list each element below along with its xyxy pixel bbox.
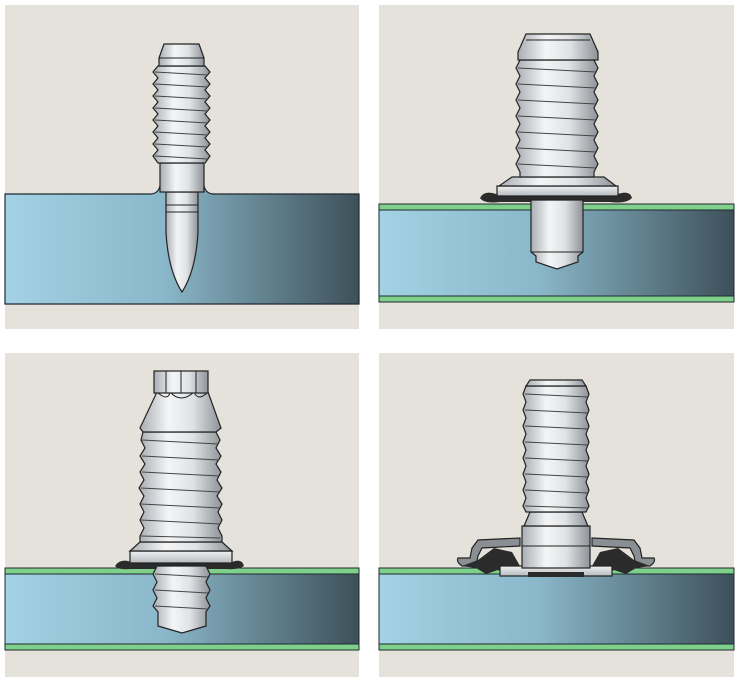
- panel-2-thread: [515, 59, 599, 178]
- panel-3-lower-thread: [152, 565, 211, 634]
- panel-4-plate: [378, 573, 735, 645]
- panel-1-stud-tip: [165, 191, 199, 294]
- panel-3-threaded-flange-bolt: [4, 353, 360, 677]
- panel-1-thread-lines: [154, 71, 209, 160]
- panel-1-thread: [152, 65, 211, 164]
- panel-3-upper-thread: [138, 431, 223, 543]
- panel-2-stud-shank: [530, 199, 584, 270]
- panel-3-coating-bottom: [4, 643, 360, 651]
- panel-1-stud-shank: [159, 162, 205, 193]
- panel-1-stud-top: [158, 43, 205, 67]
- panel-3-lower-thread-lines: [154, 573, 209, 610]
- panel-3-upper-thread-lines: [140, 439, 221, 539]
- panel-4-collar: [521, 525, 591, 569]
- panel-4-clinch-stud: [378, 353, 735, 677]
- panel-4-thread: [522, 385, 590, 513]
- panel-2-coating-bottom: [378, 295, 735, 303]
- panel-4-neck: [523, 511, 589, 527]
- panel-2-thread-lines: [517, 67, 597, 169]
- panel-3-flange: [129, 550, 233, 564]
- panel-4-clip-right: [591, 537, 656, 567]
- panel-2-stud-top: [517, 33, 599, 61]
- panel-4-stud-top: [524, 379, 588, 387]
- panel-4-coating-bottom: [378, 643, 735, 651]
- panel-1-threaded-stud: [4, 5, 360, 329]
- panel-4-clip-left: [456, 537, 521, 567]
- panel-2-flanged-stud: [378, 5, 735, 329]
- panel-2-flange: [496, 185, 619, 197]
- panel-4-thread-lines: [524, 393, 589, 509]
